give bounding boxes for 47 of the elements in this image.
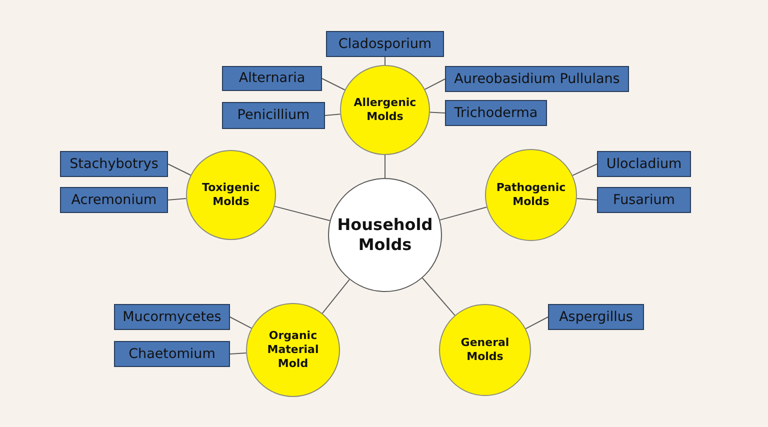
- box-label: Aureobasidium Pullulans: [454, 70, 620, 88]
- connector-line: [424, 78, 446, 90]
- box-label: Fusarium: [613, 192, 675, 208]
- box-label: Chaetomium: [128, 346, 216, 362]
- mold-box: [445, 100, 547, 126]
- mold-box: [597, 151, 691, 177]
- box-label: Cladosporium: [338, 36, 432, 52]
- mold-box: [326, 31, 444, 57]
- box-label: Stachybotrys: [70, 156, 158, 172]
- box-label: Ulocladium: [606, 156, 682, 172]
- circle-label: General Molds: [460, 336, 510, 364]
- connector-line: [168, 164, 192, 176]
- connector-line: [322, 279, 350, 314]
- connector-line: [384, 56, 386, 66]
- circle-label: Allergenic Molds: [352, 96, 418, 124]
- connector-line: [324, 114, 341, 116]
- connector-line: [230, 316, 252, 329]
- connector-line: [230, 352, 247, 354]
- box-label: Mucormycetes: [122, 308, 222, 326]
- connector-line: [384, 154, 386, 178]
- mold-box: [222, 102, 325, 129]
- connector-line: [525, 316, 548, 330]
- mold-box: [60, 151, 168, 177]
- box-label: Acremonium: [71, 192, 157, 208]
- mold-box: [114, 304, 230, 330]
- box-label: Alternaria: [238, 70, 306, 87]
- connector-line: [576, 198, 598, 200]
- connector-line: [422, 278, 456, 316]
- circle-label: Household Molds: [336, 215, 434, 255]
- box-label: Penicillium: [237, 107, 310, 124]
- connector-line: [168, 198, 187, 200]
- box-label: Aspergillus: [559, 308, 633, 326]
- circle-label: Organic Material Mold: [266, 329, 320, 371]
- mold-box: [597, 187, 691, 213]
- mold-box: [60, 187, 168, 213]
- box-label: Trichoderma: [454, 104, 538, 122]
- connector-line: [572, 164, 598, 176]
- mold-box: [548, 304, 644, 330]
- mold-box: [445, 66, 629, 92]
- connector-line: [439, 206, 488, 220]
- circle-label: Toxigenic Molds: [201, 181, 261, 209]
- mold-box: [222, 66, 322, 91]
- connector-line: [322, 78, 346, 90]
- connector-line: [274, 206, 330, 222]
- mold-box: [114, 341, 230, 367]
- connector-line: [429, 112, 446, 114]
- circle-label: Pathogenic Molds: [495, 181, 567, 209]
